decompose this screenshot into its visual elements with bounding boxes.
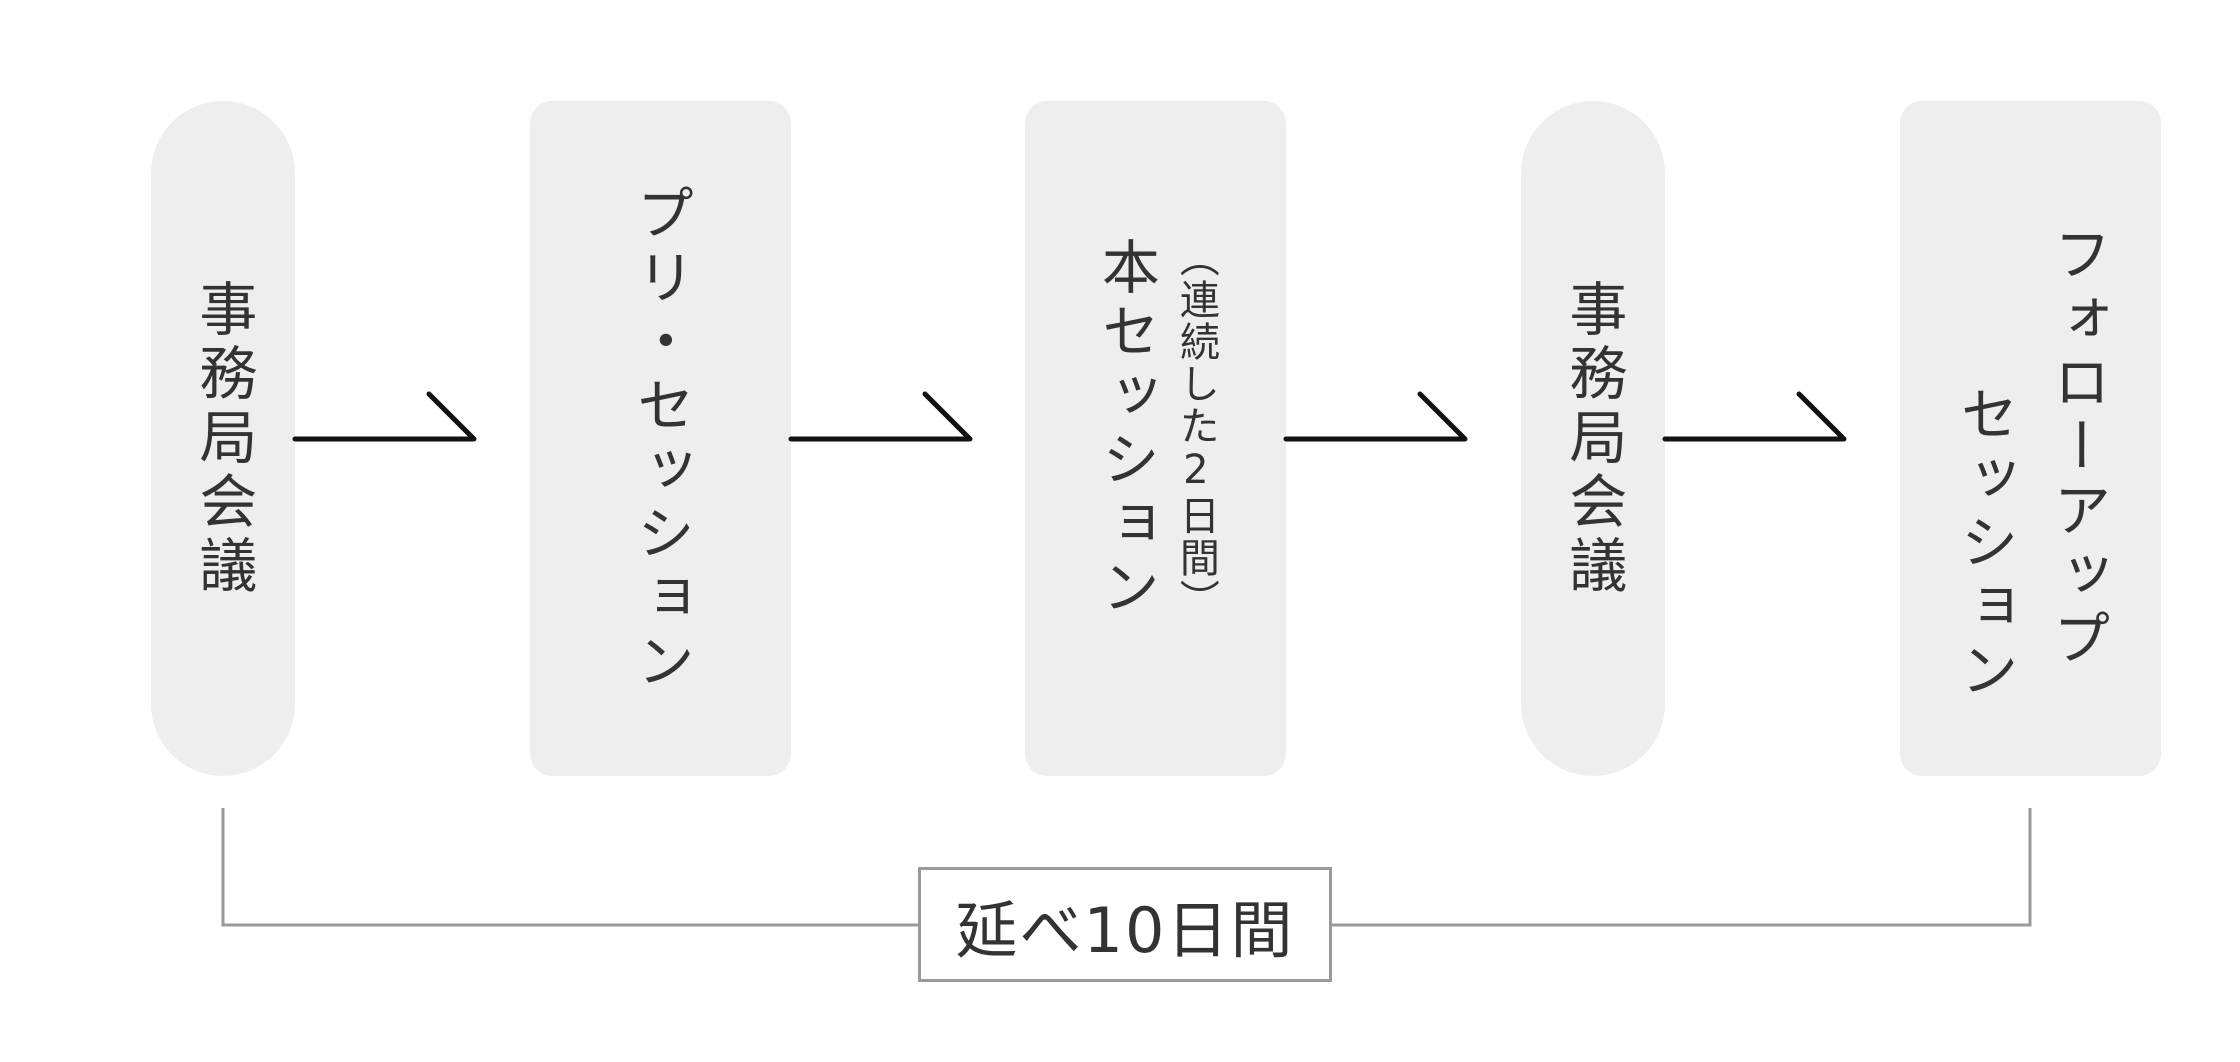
step-label: プリ・セッション <box>626 182 695 695</box>
arrow-connector-1 <box>292 391 477 442</box>
total-duration-label: 延べ10日間 <box>918 867 1332 982</box>
step-follow-up-session: フォローアップ セッション <box>1900 101 2161 776</box>
arrow-connector-4 <box>1662 391 1847 442</box>
arrow-connector-3 <box>1283 391 1468 442</box>
step-secretariat-meeting-2: 事務局会議 <box>1521 101 1665 776</box>
step-label: 事務局会議 <box>1559 278 1628 599</box>
step-label: 本セッション <box>1091 236 1160 621</box>
step-pre-session: プリ・セッション <box>530 101 791 776</box>
step-label-line-1: フォローアップ <box>2043 223 2112 672</box>
step-main-session: （連続した2日間） 本セッション <box>1025 101 1286 776</box>
step-sublabel: （連続した2日間） <box>1172 236 1219 621</box>
step-label-line-2: セッション <box>1950 383 2019 704</box>
arrow-connector-2 <box>788 391 973 442</box>
step-secretariat-meeting-1: 事務局会議 <box>151 101 295 776</box>
step-label: 事務局会議 <box>189 278 258 599</box>
